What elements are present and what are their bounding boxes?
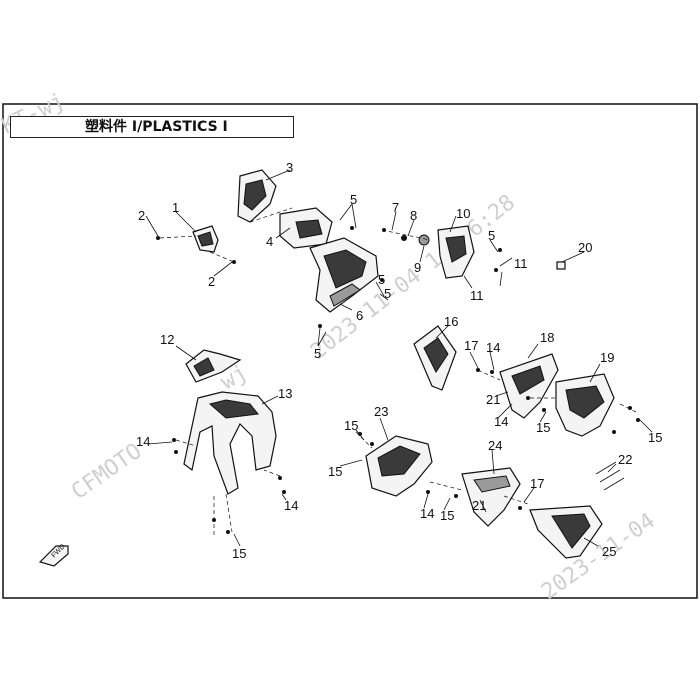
part-10-bracket-assembly (418, 225, 475, 279)
part-13-front-shroud (183, 391, 277, 495)
callout-8: 8 (410, 208, 417, 223)
part-16-side-panel (413, 325, 457, 391)
callout-15e: 15 (328, 464, 342, 479)
callout-2b: 2 (208, 274, 215, 289)
part-24-skid-panel (461, 467, 521, 527)
callout-14c: 14 (486, 340, 500, 355)
callout-15d: 15 (344, 418, 358, 433)
callout-2a: 2 (138, 208, 145, 223)
diagram-frame (2, 103, 698, 599)
forward-arrow-icon: FWD (38, 543, 69, 567)
part-3-upper-panel (237, 169, 277, 223)
callout-5d: 5 (314, 346, 321, 361)
callout-14a: 14 (136, 434, 150, 449)
part-19-rear-bracket (555, 373, 615, 437)
callout-13: 13 (278, 386, 292, 401)
part-18-panel (499, 353, 559, 419)
callout-21a: 21 (486, 392, 500, 407)
leader-lines (145, 169, 653, 547)
part-20-clip (556, 261, 566, 270)
callout-19: 19 (600, 350, 614, 365)
callout-15c: 15 (648, 430, 662, 445)
callout-numbers: 1 2 2 3 4 5 5 5 5 5 6 7 8 9 10 11 11 12 … (136, 160, 662, 561)
part-4-cowl (279, 207, 333, 249)
callout-5c: 5 (384, 286, 391, 301)
callout-18: 18 (540, 330, 554, 345)
callout-4: 4 (266, 234, 273, 249)
callout-14e: 14 (420, 506, 434, 521)
callout-11a: 11 (514, 256, 528, 271)
part-12-windscreen (185, 349, 242, 383)
fastener-bolts (156, 226, 640, 534)
callout-24: 24 (488, 438, 502, 453)
callout-15a: 15 (232, 546, 246, 561)
callout-16: 16 (444, 314, 458, 329)
callout-21b: 21 (472, 498, 486, 513)
callout-12: 12 (160, 332, 174, 347)
callout-17a: 17 (464, 338, 478, 353)
watermark-corner-left: CFMOTO (67, 439, 146, 505)
callout-5a: 5 (350, 192, 357, 207)
part-25-footrest-panel (529, 505, 603, 559)
part-22-spring (595, 461, 625, 491)
callout-14d: 14 (494, 414, 508, 429)
part-23-lower-fairing (365, 435, 433, 497)
part-1-small-cover (192, 225, 219, 253)
callout-20: 20 (578, 240, 592, 255)
callout-15b: 15 (536, 420, 550, 435)
diagram-title: 塑料件 Ⅰ/PLASTICS Ⅰ (10, 116, 294, 138)
callout-11b: 11 (470, 288, 484, 303)
callout-10: 10 (456, 206, 470, 221)
callout-5e: 5 (488, 228, 495, 243)
callout-15f: 15 (440, 508, 454, 523)
callout-5b: 5 (378, 272, 385, 287)
callout-7: 7 (392, 200, 399, 215)
callout-1: 1 (172, 200, 179, 215)
callout-22: 22 (618, 452, 632, 467)
callout-3: 3 (286, 160, 293, 175)
callout-6: 6 (356, 308, 363, 323)
callout-25: 25 (602, 544, 616, 559)
callout-17b: 17 (530, 476, 544, 491)
part-6-side-fairing (309, 237, 379, 313)
callout-23: 23 (374, 404, 388, 419)
callout-9: 9 (414, 260, 421, 275)
callout-14b: 14 (284, 498, 298, 513)
